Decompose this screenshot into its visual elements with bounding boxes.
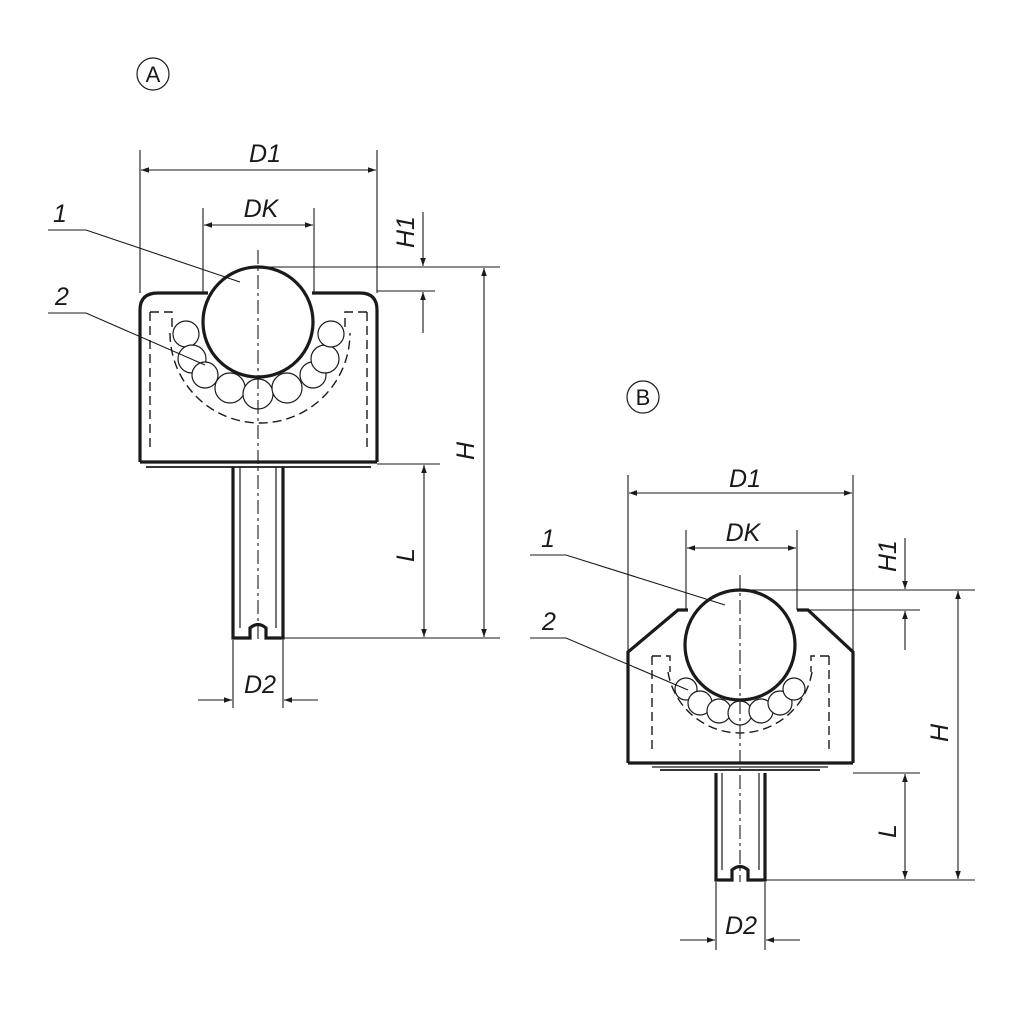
view-a: A <box>48 57 500 708</box>
view-a-callout-2: 2 <box>54 283 69 311</box>
view-b-label-d1: D1 <box>729 465 761 493</box>
view-b-badge-text: B <box>636 385 651 410</box>
view-a-leaders <box>48 229 241 366</box>
view-a-housing <box>138 291 379 468</box>
view-b-stem <box>714 773 767 882</box>
view-a-label-d2: D2 <box>244 671 276 699</box>
view-a-label-l: L <box>392 548 420 562</box>
view-b-label-d2: D2 <box>725 912 757 940</box>
view-b-extension-lines <box>627 475 975 950</box>
view-b-callout-2: 2 <box>541 608 556 636</box>
view-a-badge: A <box>136 57 170 91</box>
view-a-callout-1: 1 <box>53 200 67 228</box>
view-b: B <box>530 380 975 950</box>
view-a-label-d1: D1 <box>249 140 281 168</box>
view-b-dimension-lines <box>629 490 961 943</box>
view-b-callout-1: 1 <box>541 525 555 553</box>
view-b-label-l: L <box>874 824 902 838</box>
view-a-label-dk: DK <box>244 195 280 223</box>
view-a-badge-text: A <box>146 62 161 87</box>
view-a-label-h: H <box>452 441 480 460</box>
view-b-badge: B <box>626 380 660 414</box>
view-a-stem <box>231 467 285 640</box>
view-a-label-h1: H1 <box>392 216 420 248</box>
view-b-label-h: H <box>926 723 954 742</box>
view-b-label-h1: H1 <box>874 540 902 572</box>
view-a-extension-lines <box>139 150 500 708</box>
view-b-leaders <box>530 554 726 691</box>
view-b-label-dk: DK <box>726 519 762 547</box>
view-a-dimension-lines <box>141 167 487 703</box>
